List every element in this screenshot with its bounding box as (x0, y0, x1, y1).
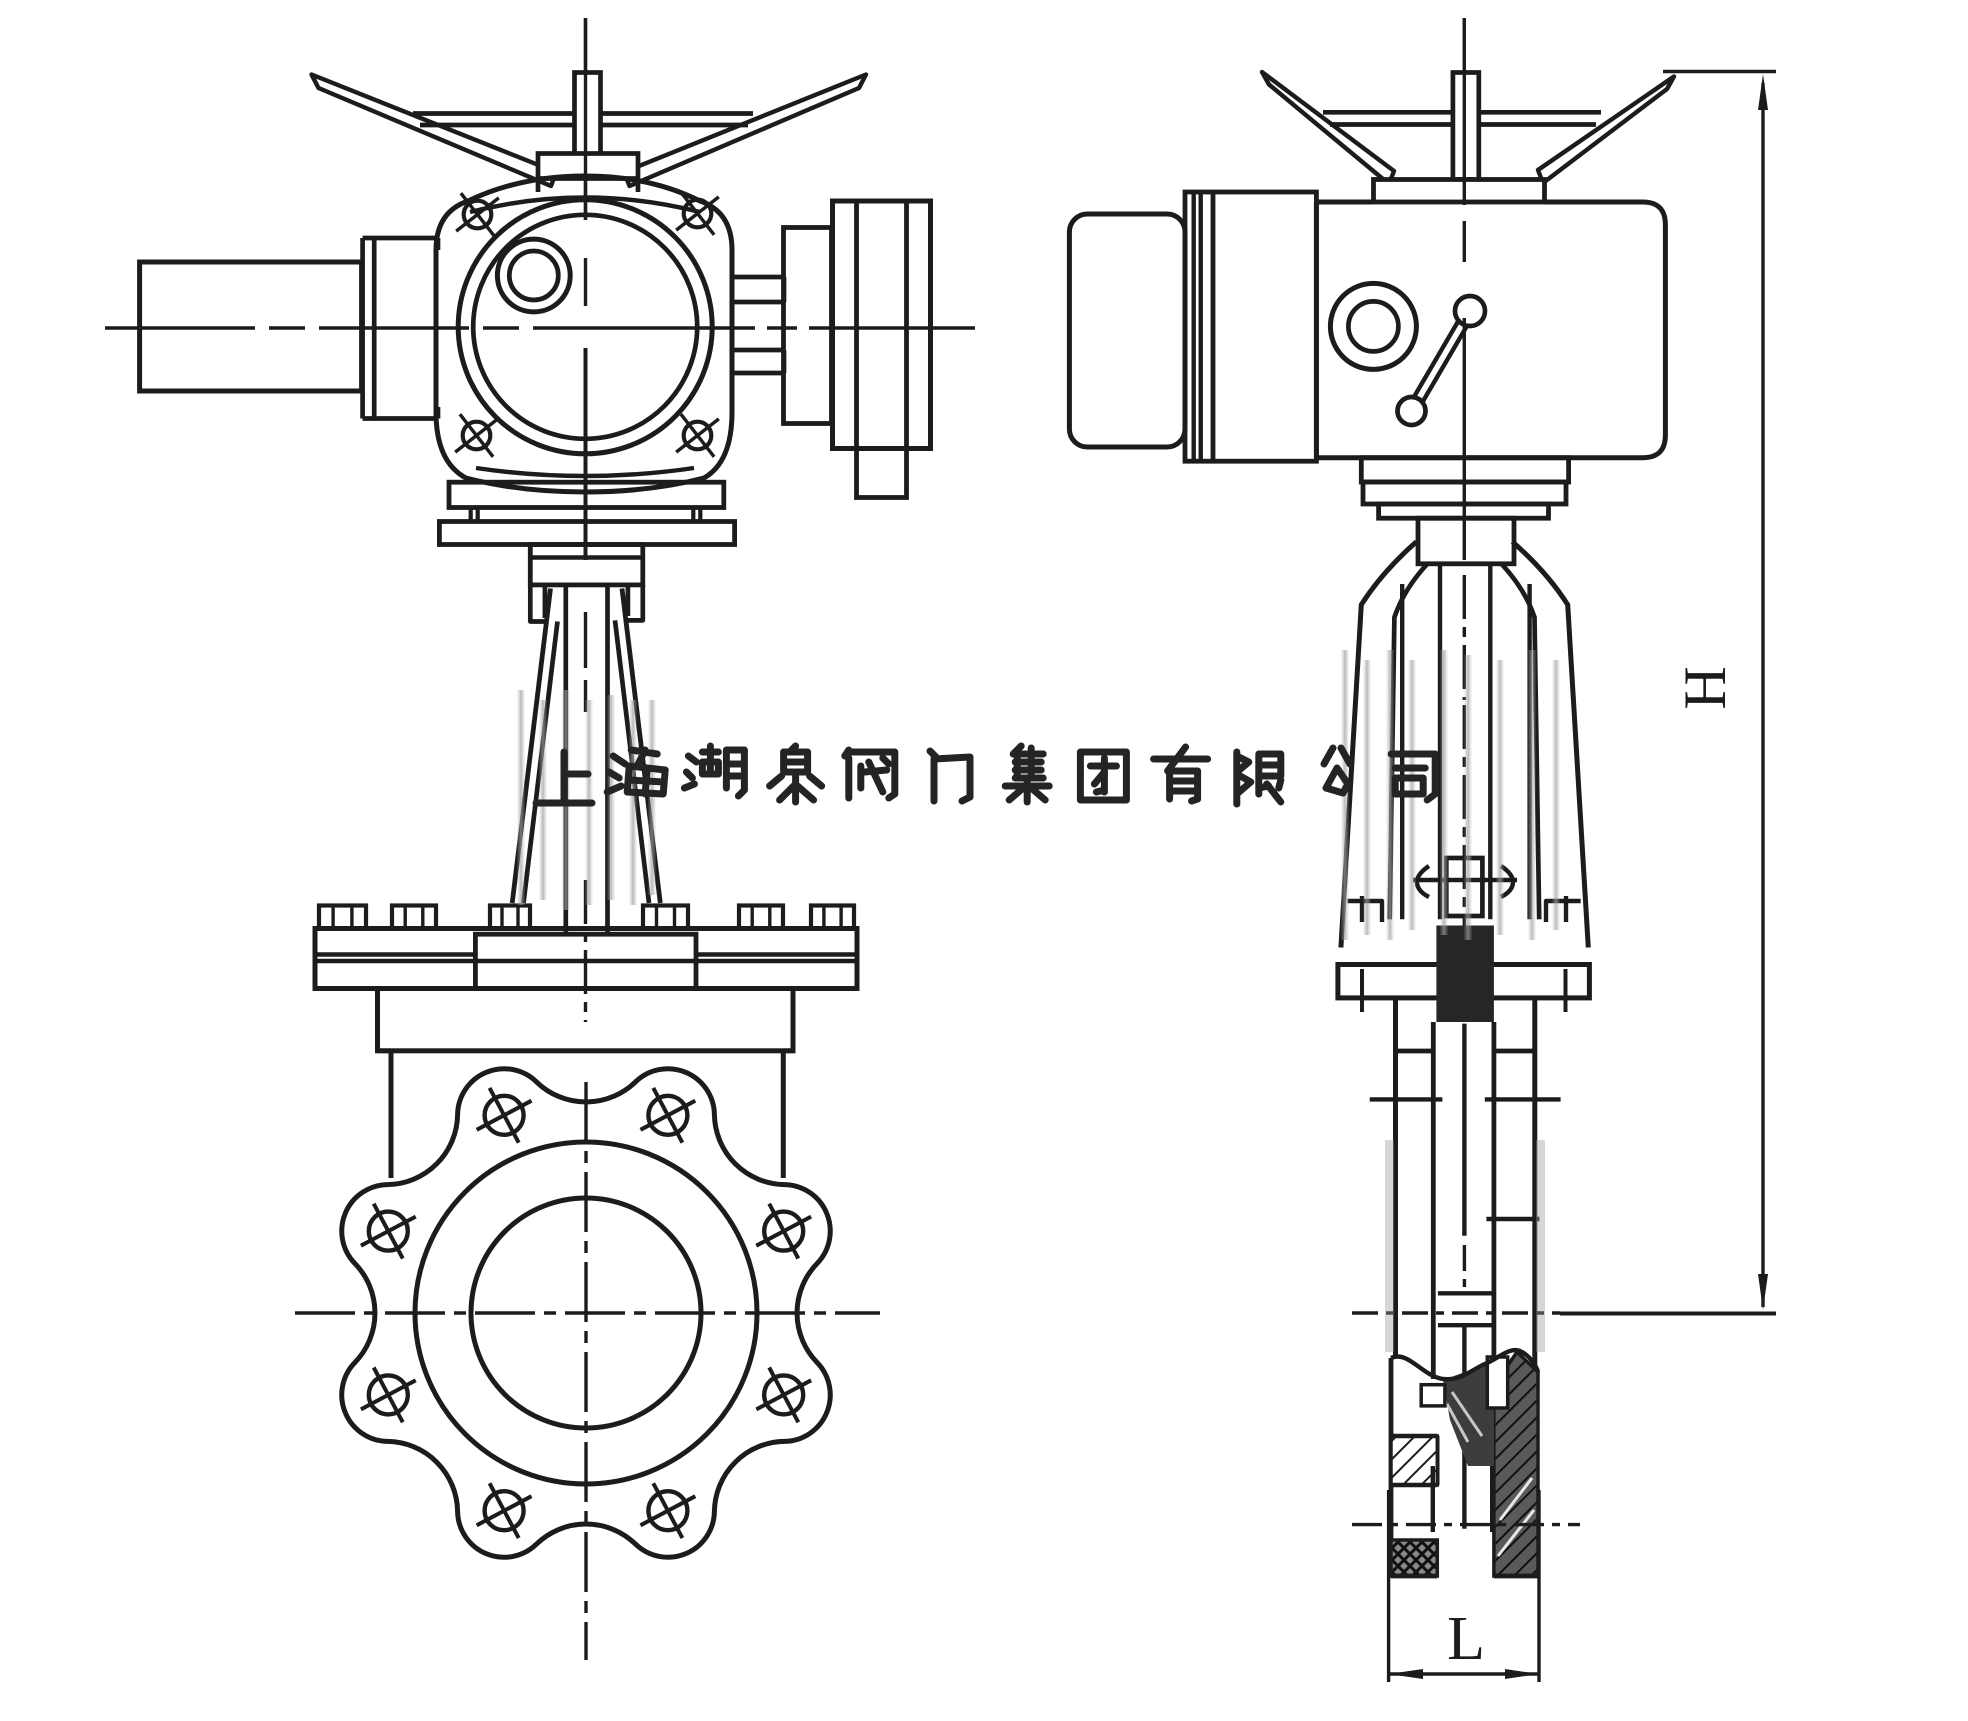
svg-text:L: L (1447, 1605, 1485, 1673)
svg-text:H: H (1672, 666, 1738, 709)
